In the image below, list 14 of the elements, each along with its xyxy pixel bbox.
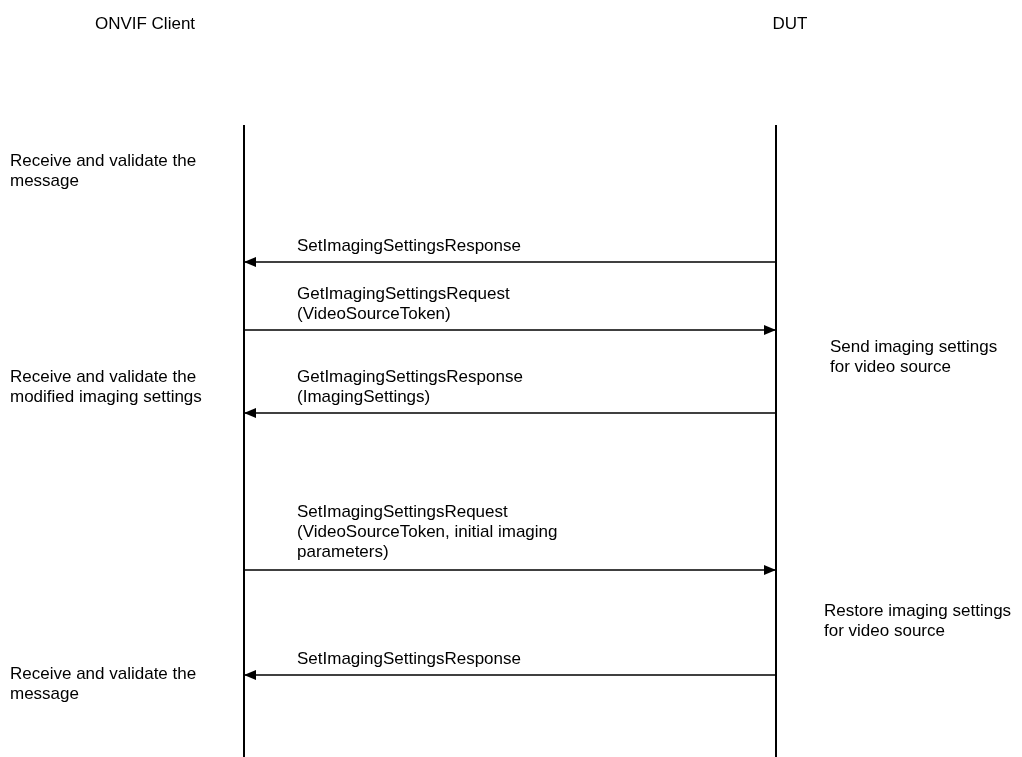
participant-label: ONVIF Client <box>93 14 197 34</box>
note-text: Receive and validate the message <box>10 151 198 191</box>
participant-label: DUT <box>771 14 809 34</box>
note-text: Receive and validate the message <box>10 664 198 704</box>
lifeline <box>775 125 777 757</box>
message-arrow <box>244 325 776 335</box>
lifeline <box>243 125 245 757</box>
message-arrow <box>244 565 776 575</box>
message-arrow <box>244 408 776 418</box>
note-text: Send imaging settings for video source <box>830 337 999 377</box>
note-text: Restore imaging settings for video source <box>824 601 1013 641</box>
message-arrow <box>244 257 776 267</box>
message-arrow <box>244 670 776 680</box>
note-text: Receive and validate the modified imaging settings <box>10 367 203 407</box>
